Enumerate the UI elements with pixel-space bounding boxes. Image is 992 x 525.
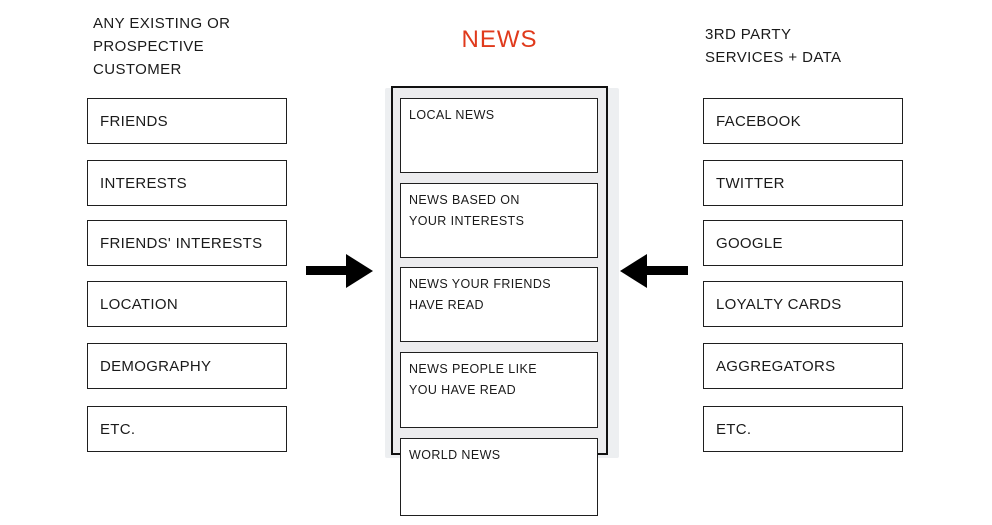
box-facebook: FACEBOOK bbox=[703, 98, 903, 144]
box-google: GOOGLE bbox=[703, 220, 903, 266]
box-etc-left: ETC. bbox=[87, 406, 287, 452]
box-location: LOCATION bbox=[87, 281, 287, 327]
news-container: LOCAL NEWS NEWS BASED ON YOUR INTERESTS … bbox=[391, 86, 608, 516]
right-column-header: 3RD PARTY SERVICES + DATA bbox=[705, 26, 842, 66]
box-friends-interests: FRIENDS' INTERESTS bbox=[87, 220, 287, 266]
box-aggregators: AGGREGATORS bbox=[703, 343, 903, 389]
box-loyalty-cards: LOYALTY CARDS bbox=[703, 281, 903, 327]
box-news-based-on-interests: NEWS BASED ON YOUR INTERESTS bbox=[400, 183, 598, 258]
box-etc-right: ETC. bbox=[703, 406, 903, 452]
box-demography: DEMOGRAPHY bbox=[87, 343, 287, 389]
box-world-news: WORLD NEWS bbox=[400, 438, 598, 516]
news-title: NEWS bbox=[461, 26, 538, 53]
arrow-left-shaft bbox=[306, 266, 348, 275]
arrow-left-head bbox=[346, 254, 373, 288]
box-local-news: LOCAL NEWS bbox=[400, 98, 598, 173]
box-news-people-like-you: NEWS PEOPLE LIKE YOU HAVE READ bbox=[400, 352, 598, 428]
arrow-right-head bbox=[620, 254, 647, 288]
box-news-friends-read: NEWS YOUR FRIENDS HAVE READ bbox=[400, 267, 598, 342]
arrow-right-shaft bbox=[645, 266, 688, 275]
box-friends: FRIENDS bbox=[87, 98, 287, 144]
box-interests: INTERESTS bbox=[87, 160, 287, 206]
left-column-header: ANY EXISTING OR PROSPECTIVE CUSTOMER bbox=[93, 15, 231, 78]
box-twitter: TWITTER bbox=[703, 160, 903, 206]
